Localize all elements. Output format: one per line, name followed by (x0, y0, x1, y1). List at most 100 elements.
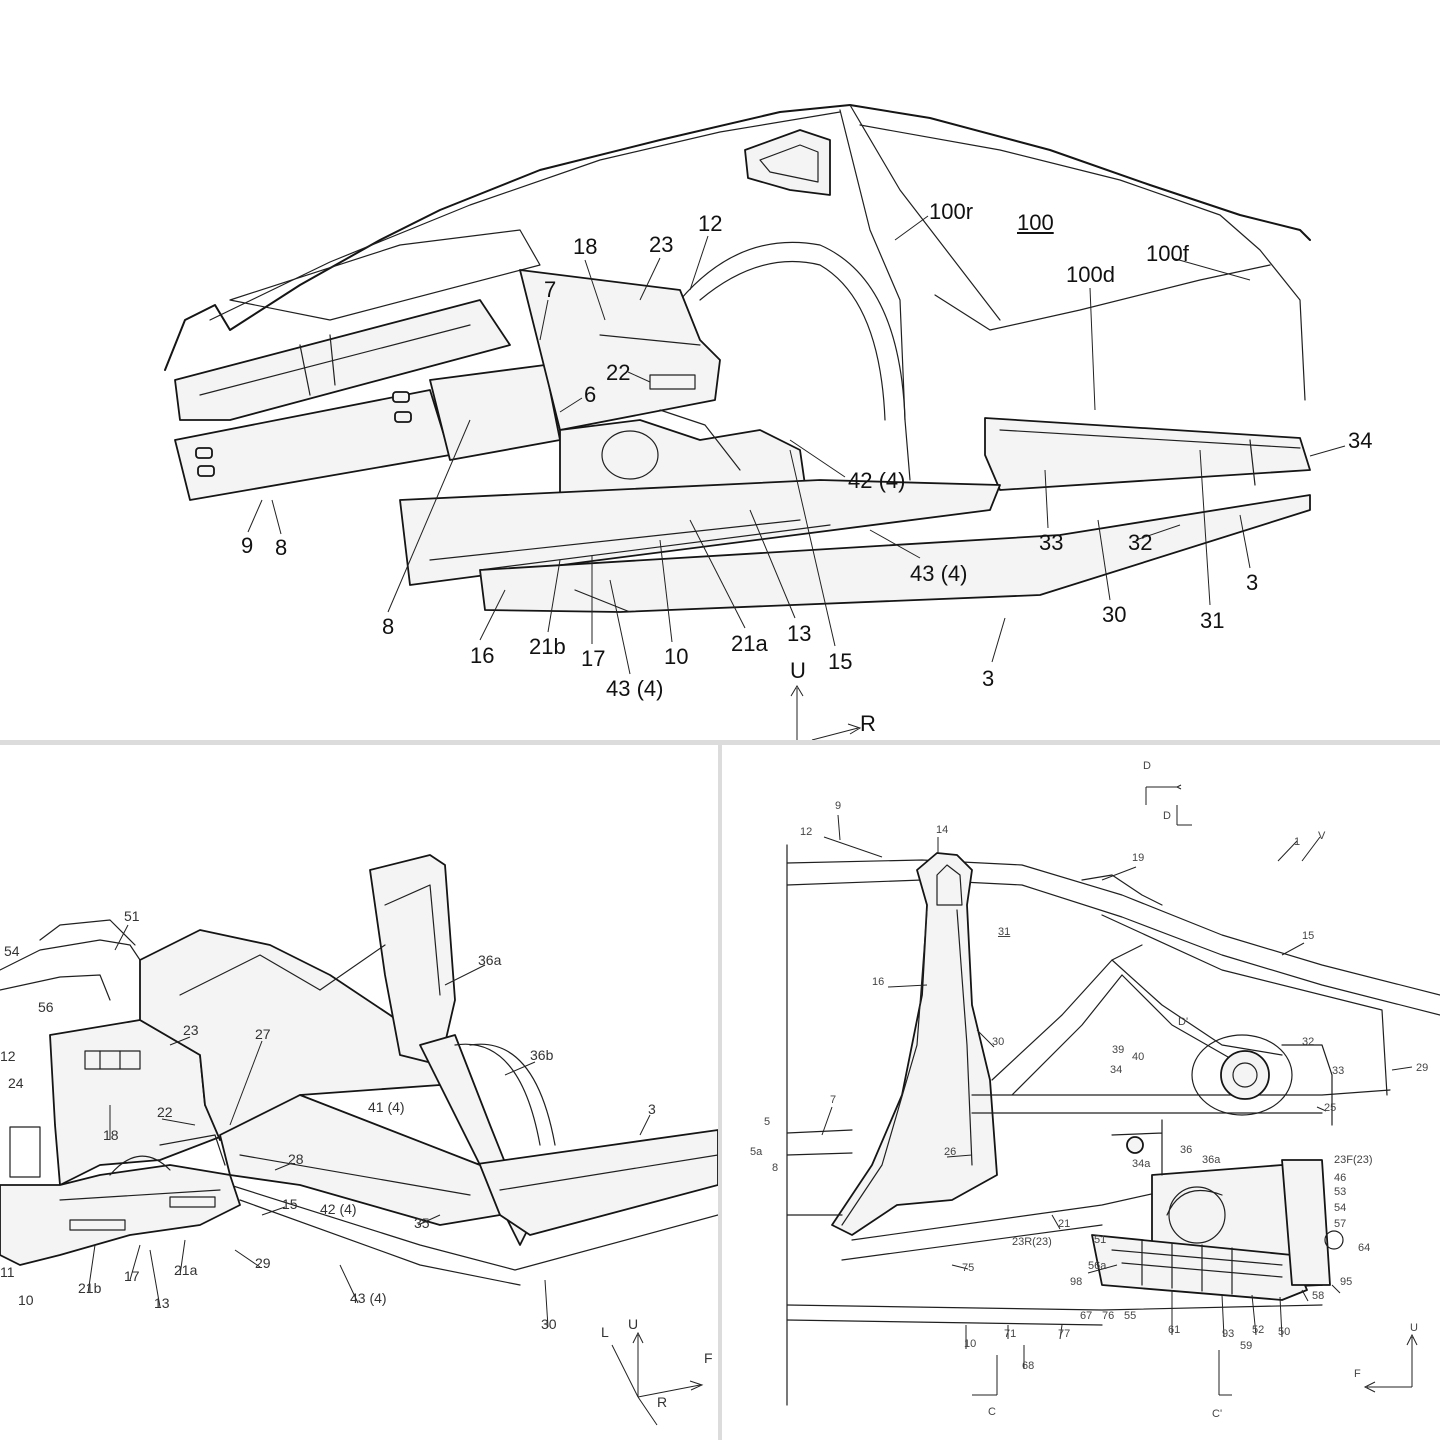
label-22: 22 (606, 360, 631, 385)
label-42: 42 (4) (320, 1201, 357, 1217)
direction-rear-label: R (860, 711, 876, 736)
label-54: 54 (4, 943, 20, 959)
label-61: 61 (1168, 1324, 1181, 1336)
label-15: 15 (1302, 930, 1315, 942)
label-59: 59 (1240, 1340, 1253, 1352)
label-18: 18 (103, 1127, 119, 1143)
label-23R: 23R(23) (1012, 1236, 1052, 1248)
section-c-prime-label: C' (1212, 1408, 1223, 1420)
label-93: 93 (1222, 1328, 1235, 1340)
label-36a: 36a (1202, 1154, 1221, 1166)
label-100: 100 (1017, 210, 1054, 235)
top-drawing-panel: 100r 100 100d 100f 18 23 12 7 22 6 42 (4… (164, 104, 1373, 740)
label-D2: D (1163, 810, 1171, 822)
label-17: 17 (124, 1268, 140, 1284)
label-34: 34 (1348, 428, 1373, 453)
bottom-right-side-drawing (786, 784, 1440, 1406)
label-9: 9 (241, 533, 254, 558)
label-V: V (1318, 830, 1326, 842)
label-14: 14 (936, 824, 949, 836)
label-13: 13 (787, 621, 812, 646)
label-23: 23 (183, 1022, 199, 1038)
label-46: 46 (1334, 1172, 1347, 1184)
label-64: 64 (1358, 1242, 1371, 1254)
label-40: 40 (1132, 1051, 1145, 1063)
label-51: 51 (1094, 1234, 1107, 1246)
label-10: 10 (664, 644, 689, 669)
label-30: 30 (1102, 602, 1127, 627)
label-21: 21 (1058, 1218, 1071, 1230)
bottom-left-drawing-panel: 51 54 56 36a 12 24 23 27 36b 3 41 (4) 18… (0, 745, 718, 1440)
label-12: 12 (0, 1048, 16, 1064)
label-30: 30 (992, 1036, 1005, 1048)
label-21a: 21a (731, 631, 768, 656)
label-35: 35 (414, 1215, 430, 1231)
label-D-prime: D' (1178, 1016, 1189, 1028)
label-50: 50 (1278, 1326, 1291, 1338)
horizontal-divider (0, 740, 1440, 745)
direction-up-label: U (790, 658, 806, 683)
label-41: 41 (4) (368, 1099, 405, 1115)
label-7: 7 (830, 1094, 837, 1106)
bottom-right-drawing-panel: D D 9 12 14 19 1 V 31 16 15 D' 30 32 39 … (722, 745, 1440, 1440)
label-39: 39 (1112, 1044, 1125, 1056)
bottom-left-frame-drawing (0, 854, 718, 1426)
section-c-label: C (988, 1406, 996, 1418)
label-22: 22 (157, 1104, 173, 1120)
top-body-structure-drawing (164, 104, 1346, 740)
label-21b: 21b (529, 634, 566, 659)
label-25: 25 (1324, 1102, 1337, 1114)
label-68: 68 (1022, 1360, 1035, 1372)
label-15: 15 (828, 649, 853, 674)
label-71: 71 (1004, 1328, 1017, 1340)
label-67: 67 (1080, 1310, 1093, 1322)
label-11: 11 (0, 1264, 15, 1280)
direction-left-label: L (601, 1324, 609, 1340)
label-5: 5 (764, 1116, 771, 1128)
label-52: 52 (1252, 1324, 1265, 1336)
label-8: 8 (772, 1162, 779, 1174)
label-100r: 100r (929, 199, 974, 224)
label-7: 7 (544, 277, 557, 302)
label-36: 36 (1180, 1144, 1193, 1156)
label-27: 27 (255, 1026, 271, 1042)
direction-up-label: U (628, 1316, 639, 1332)
label-28: 28 (288, 1151, 304, 1167)
label-5a: 5a (750, 1146, 763, 1158)
direction-rear-label: R (657, 1394, 668, 1410)
label-57: 57 (1334, 1218, 1347, 1230)
label-43: 43 (4) (350, 1290, 387, 1306)
label-75: 75 (962, 1262, 975, 1274)
label-77: 77 (1058, 1328, 1071, 1340)
label-34a: 34a (1132, 1158, 1151, 1170)
label-16: 16 (470, 643, 495, 668)
label-51: 51 (124, 908, 140, 924)
label-98: 98 (1070, 1276, 1083, 1288)
label-23: 23 (649, 232, 674, 257)
label-29: 29 (255, 1255, 271, 1271)
label-24: 24 (8, 1075, 24, 1091)
label-3a: 3 (1246, 570, 1259, 595)
label-100f: 100f (1146, 241, 1189, 266)
label-53: 53 (1334, 1186, 1347, 1198)
vertical-divider (718, 745, 722, 1440)
label-D1: D (1143, 760, 1151, 772)
label-56: 56 (38, 999, 54, 1015)
label-12: 12 (698, 211, 723, 236)
label-8b: 8 (382, 614, 395, 639)
label-10: 10 (18, 1292, 34, 1308)
label-3b: 3 (982, 666, 995, 691)
label-16: 16 (872, 976, 885, 988)
direction-up-label: U (1410, 1322, 1418, 1334)
label-58: 58 (1312, 1290, 1325, 1302)
direction-front-label: F (704, 1350, 713, 1366)
label-9: 9 (835, 800, 842, 812)
label-1: 1 (1294, 836, 1301, 848)
label-34: 34 (1110, 1064, 1123, 1076)
label-29: 29 (1416, 1062, 1429, 1074)
label-100d: 100d (1066, 262, 1115, 287)
direction-front-label: F (1354, 1368, 1361, 1380)
label-55: 55 (1124, 1310, 1137, 1322)
label-13: 13 (154, 1295, 170, 1311)
label-6: 6 (584, 382, 597, 407)
